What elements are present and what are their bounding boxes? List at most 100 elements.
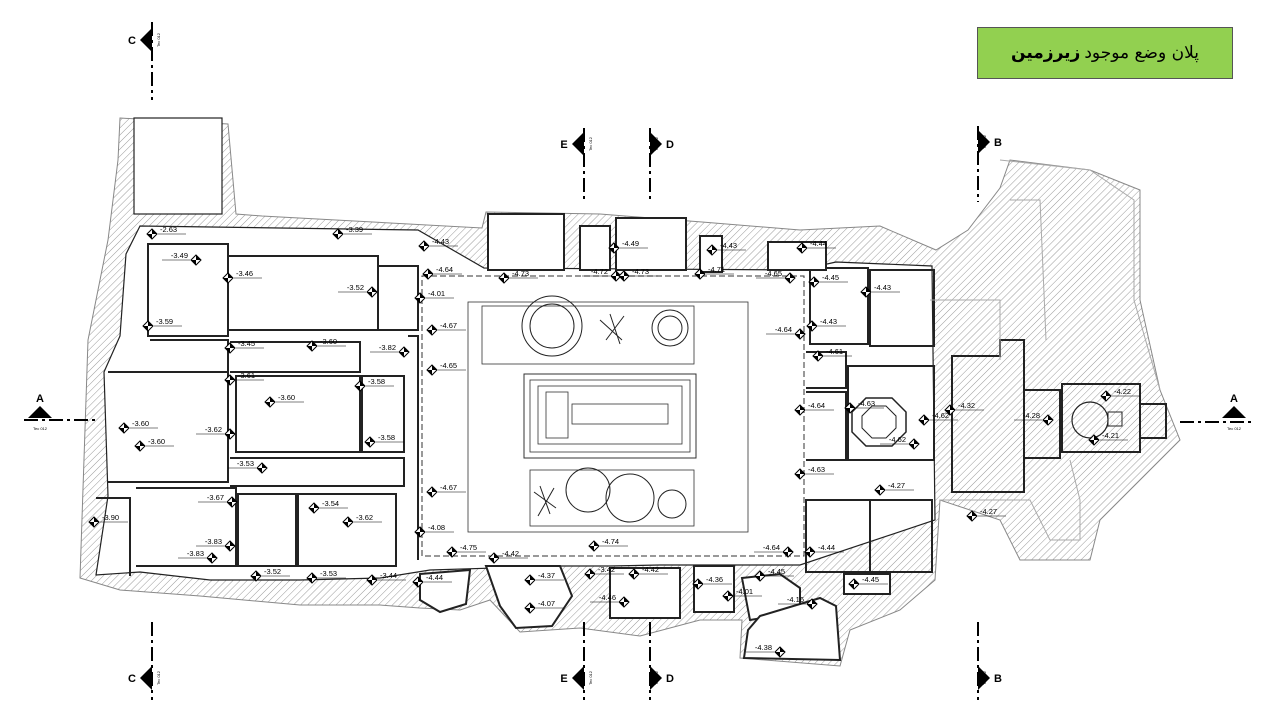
- level-marker: -3.44: [366, 571, 406, 586]
- walls-left-wing: [96, 243, 419, 576]
- section-letter: B: [994, 137, 1002, 149]
- level-marker: -4.62: [918, 411, 958, 426]
- level-marker: -4.27: [966, 507, 1006, 522]
- level-label: -4.36: [706, 575, 723, 584]
- section-sheet-ref: Tec 012: [33, 426, 48, 431]
- level-label: -3.42: [598, 565, 615, 574]
- level-marker: -3.60: [264, 393, 304, 408]
- level-marker: -3.46: [222, 269, 262, 284]
- level-marker: -4.64: [766, 325, 806, 340]
- level-label: -4.46: [599, 593, 616, 602]
- level-marker: -4.64: [422, 265, 462, 280]
- section-sheet-ref: Tec 012: [156, 32, 161, 47]
- pool-core: [545, 391, 569, 439]
- level-marker: -4.71: [694, 265, 734, 280]
- level-marker: -4.01: [722, 587, 762, 602]
- level-marker: -3.58: [354, 377, 394, 392]
- section-sheet-ref: Tec 012: [588, 670, 593, 685]
- level-label: -4.73: [512, 269, 529, 278]
- level-marker: -4.45: [808, 273, 848, 288]
- level-label: -4.67: [440, 483, 457, 492]
- level-label: -4.74: [602, 537, 619, 546]
- level-label: -2.63: [160, 225, 177, 234]
- level-marker: -4.64: [754, 543, 794, 558]
- level-label: -3.58: [368, 377, 385, 386]
- level-label: -3.58: [378, 433, 395, 442]
- level-marker: -4.37: [524, 571, 564, 586]
- level-marker: -3.67: [198, 493, 238, 508]
- level-marker: -4.21: [1088, 431, 1128, 446]
- level-label: -4.27: [888, 481, 905, 490]
- level-label: -3.83: [205, 537, 222, 546]
- level-marker: -4.45: [754, 567, 794, 582]
- level-marker: -4.67: [426, 321, 466, 336]
- level-label: -4.43: [432, 237, 449, 246]
- level-marker: -4.22: [1100, 387, 1140, 402]
- section-letter: D: [666, 139, 674, 151]
- level-marker: -4.61: [812, 347, 852, 362]
- level-marker: -3.60: [118, 419, 158, 434]
- plan-title-bold: زیرزمین: [1011, 43, 1081, 63]
- level-label: -3.39: [346, 225, 363, 234]
- section-sheet-ref: Tec 012: [982, 670, 987, 685]
- level-label: -4.45: [822, 273, 839, 282]
- level-label: -3.53: [320, 569, 337, 578]
- level-marker: -4.45: [848, 575, 888, 590]
- level-marker: -4.65: [756, 269, 796, 284]
- level-marker: -3.53: [306, 569, 346, 584]
- section-sheet-ref: Tec 012: [654, 136, 659, 151]
- section-sheet-ref: Tec 012: [588, 136, 593, 151]
- level-label: -4.43: [720, 241, 737, 250]
- level-label: -4.49: [622, 239, 639, 248]
- level-label: -4.64: [775, 325, 792, 334]
- level-markers-layer: -2.63-3.39-3.49-3.46-3.52-3.59-3.45-3.60…: [88, 225, 1140, 658]
- level-marker: -3.62: [196, 425, 236, 440]
- level-label: -3.54: [322, 499, 339, 508]
- level-marker: -3.83: [196, 537, 236, 552]
- level-label: -3.62: [205, 425, 222, 434]
- level-label: -3.44: [380, 571, 397, 580]
- level-label: -4.65: [765, 269, 782, 278]
- level-label: -4.01: [736, 587, 753, 596]
- level-label: -3.60: [278, 393, 295, 402]
- level-label: -4.21: [1102, 431, 1119, 440]
- section-sheet-ref: Tec 012: [654, 670, 659, 685]
- level-label: -4.62: [932, 411, 949, 420]
- pool-middle: [529, 379, 691, 453]
- pool-inner: [537, 385, 683, 445]
- level-label: -4.01: [428, 289, 445, 298]
- level-label: -4.65: [440, 361, 457, 370]
- level-label: -4.37: [538, 571, 555, 580]
- plan-title: پلان وضع موجود زیرزمین: [977, 27, 1233, 79]
- level-label: -4.63: [858, 399, 875, 408]
- level-marker: -4.63: [794, 465, 834, 480]
- level-marker: -3.52: [338, 283, 378, 298]
- level-label: -4.45: [768, 567, 785, 576]
- level-marker: -4.38: [746, 643, 786, 658]
- level-label: -3.46: [236, 269, 253, 278]
- level-marker: -4.73: [618, 267, 658, 282]
- level-label: -4.71: [708, 265, 725, 274]
- level-label: -3.60: [132, 419, 149, 428]
- level-label: -3.62: [356, 513, 373, 522]
- garden-bed-bottom: [529, 469, 695, 527]
- level-marker: -4.27: [874, 481, 914, 496]
- level-marker: -4.01: [414, 289, 454, 304]
- level-marker: -4.28: [1014, 411, 1054, 426]
- level-label: -4.67: [440, 321, 457, 330]
- section-sheet-ref: Tec 012: [1227, 426, 1242, 431]
- level-label: -4.61: [826, 347, 843, 356]
- level-label: -3.49: [171, 251, 188, 260]
- level-marker: -4.63: [844, 399, 884, 414]
- level-marker: -3.49: [162, 251, 202, 266]
- level-marker: -3.52: [250, 567, 290, 582]
